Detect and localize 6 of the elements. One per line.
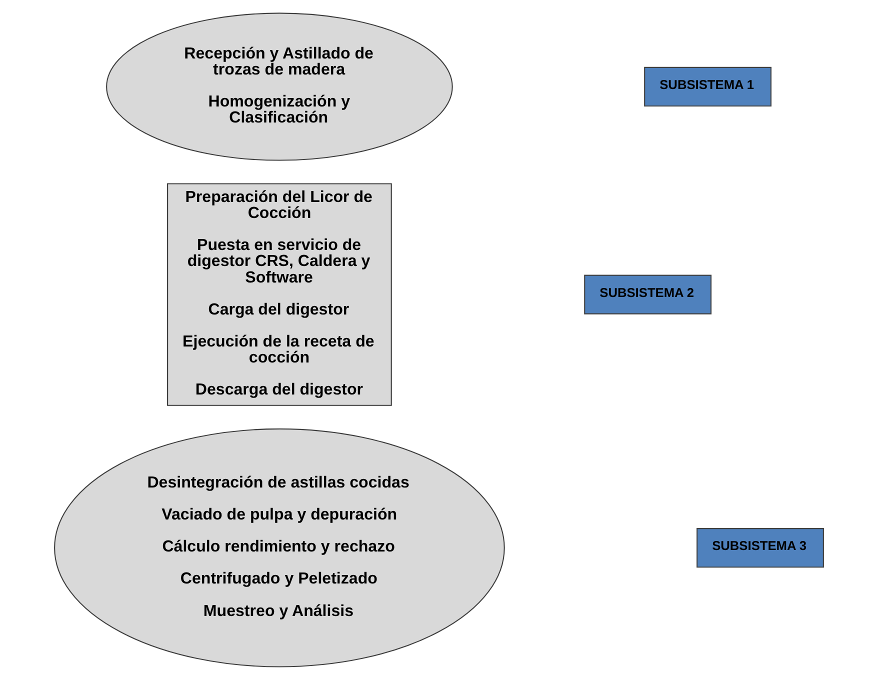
node-box: SUBSISTEMA 2 <box>584 274 712 314</box>
node-box: SUBSISTEMA 3 <box>696 528 824 568</box>
node-box: Preparación del Licor de Cocción Puesta en servicio de digestor CRS, Caldera y Software Carga del digestor Ejecución de la receta de cocción Descarga del digestor <box>167 182 392 406</box>
node-ellipse: Desintegración de astillas cocidas Vaciado de pulpa y depuración Cálculo rendimiento y rechazo Centrifugado y Peletizado Muestreo y Análisis <box>54 428 505 667</box>
node-box: SUBSISTEMA 1 <box>644 66 772 106</box>
node-ellipse: Recepción y Astillado de trozas de madera Homogenización y Clasificación <box>106 12 453 160</box>
